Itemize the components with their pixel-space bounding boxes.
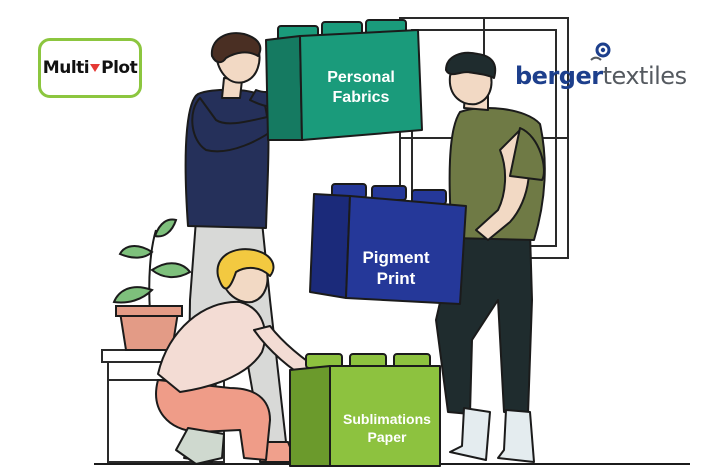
multiplot-logo-text: Multi Plot	[42, 58, 138, 78]
sublimations-paper-label: Sublimations Paper	[328, 411, 446, 446]
potted-plant	[112, 218, 192, 351]
pigment-print-label: Pigment Print	[355, 247, 437, 290]
pigment-print-line2: Print	[376, 269, 416, 289]
triangle-icon	[90, 64, 101, 72]
block-personal-fabrics	[265, 19, 423, 141]
berger-textiles-logo: bergertextiles	[515, 42, 687, 92]
swirl-icon	[590, 42, 611, 61]
multiplot-logo-part1: Multi	[42, 58, 90, 78]
man-right	[425, 51, 546, 463]
multiplot-logo-part2: Plot	[101, 58, 138, 78]
berger-logo-part2: textiles	[602, 62, 687, 90]
personal-fabrics-line1: Personal	[327, 69, 395, 86]
block-pigment-print	[309, 183, 467, 305]
sublimations-paper-line1: Sublimations	[343, 411, 431, 427]
multiplot-logo: Multi Plot	[38, 38, 142, 98]
berger-logo-text: bergertextiles	[515, 62, 687, 90]
berger-logo-part1: berger	[515, 62, 603, 90]
block-sublimations-paper	[289, 353, 441, 467]
sublimations-paper-line2: Paper	[367, 428, 407, 445]
personal-fabrics-line2: Fabrics	[332, 89, 390, 106]
pigment-print-line1: Pigment	[362, 248, 430, 267]
personal-fabrics-label: Personal Fabrics	[312, 68, 410, 108]
